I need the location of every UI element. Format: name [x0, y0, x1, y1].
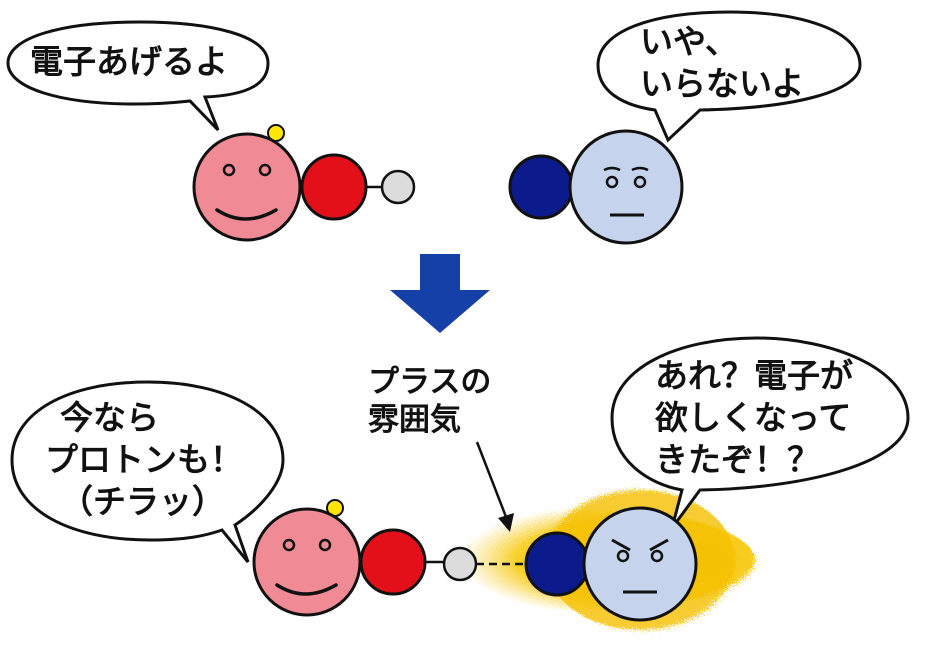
navy-atom [508, 154, 574, 220]
hydrogen-atom [380, 169, 416, 205]
donor-speech-bubble-top [6, 20, 270, 132]
donor-speech-bottom-line-1: 今なら [60, 398, 159, 437]
acceptor-speech-top-line-1: いや、 [640, 22, 739, 61]
smile-face-icon [192, 132, 302, 242]
hydrogen-atom [442, 546, 478, 582]
acceptor-speech-bottom-line-3: きたぞ！？ [655, 440, 820, 479]
acceptor-speech-bubble-bottom [610, 336, 910, 529]
donor-speech-bubble-bottom [10, 380, 285, 563]
atmosphere-label-line-1: プラスの [368, 364, 492, 400]
donor-molecule-top [192, 124, 416, 242]
down-arrow-icon [390, 254, 490, 333]
acceptor-speech-bubble-top [596, 10, 862, 143]
donor-speech-bottom-line-2: プロトンも！ [45, 440, 243, 479]
donor-speech-top-text: 電子あげるよ [30, 42, 228, 81]
angry-face-icon [582, 506, 698, 622]
acceptor-speech-bottom-line-1: あれ？電子が [655, 356, 853, 395]
worried-face-icon [568, 129, 684, 245]
annotation-arrow [475, 441, 514, 532]
acceptor-speech-top-line-2: いらないよ [640, 64, 805, 103]
red-atom [300, 153, 368, 221]
red-atom [359, 528, 427, 596]
smile-face-icon [252, 507, 362, 617]
acceptor-molecule-top [508, 129, 684, 245]
acceptor-molecule-bottom [524, 506, 698, 622]
donor-speech-bottom-line-3: （チラッ） [60, 482, 225, 521]
navy-atom [524, 531, 590, 597]
donor-molecule-bottom [252, 499, 526, 617]
atmosphere-label-line-2: 雰囲気 [368, 402, 461, 438]
acceptor-speech-bottom-line-2: 欲しくなって [655, 398, 852, 437]
